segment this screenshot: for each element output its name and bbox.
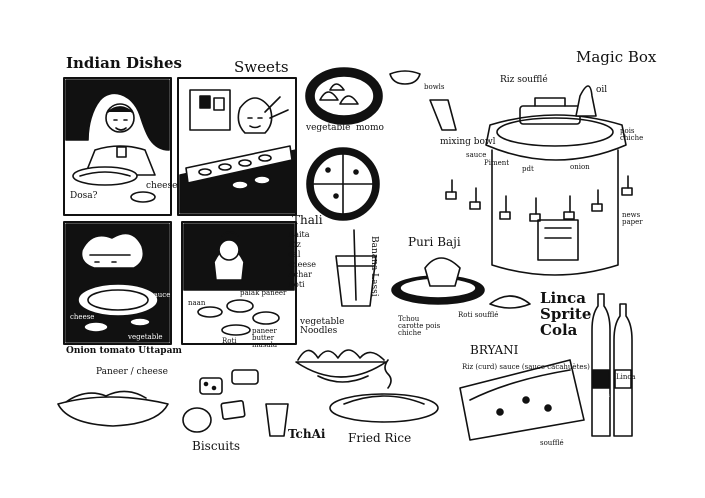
panel-sweets	[177, 77, 297, 216]
label-souffle: soufflé	[540, 439, 564, 447]
label-cheese-dosa: cheese	[146, 181, 178, 191]
label-sauce: sauce	[150, 291, 171, 299]
panel-dosa	[63, 77, 172, 216]
label-vegetable-uttapam: vegetable	[128, 333, 163, 341]
momo-plate	[305, 67, 421, 125]
label-paneer-cheese: Paneer / cheese	[96, 367, 168, 377]
thali-item: cheese	[288, 260, 316, 269]
lassi-glass	[335, 229, 377, 307]
title-magic-box: Magic Box	[576, 48, 657, 66]
label-palak-paneer: palak paneer	[240, 289, 287, 297]
fried-rice-plate	[329, 359, 439, 423]
cola-bottles	[591, 293, 633, 437]
label-vegetable-momo: vegetable	[306, 123, 351, 133]
label-pois-chiche: pois chiche	[620, 127, 644, 142]
puri-baji-plate	[391, 257, 531, 309]
label-naan: naan	[188, 299, 206, 307]
label-biscuits: Biscuits	[192, 439, 241, 453]
biryani-dish	[459, 359, 585, 441]
thali-item: Riz	[288, 240, 301, 249]
label-tchou-carotte: Tchou carotte pois chiche	[398, 315, 441, 337]
label-linca-sprite-cola: Linca Sprite Cola	[540, 289, 592, 339]
label-piment: Piment	[484, 159, 510, 167]
label-vegetable-noodles: vegetable Noodles	[300, 317, 345, 336]
label-oil: oil	[596, 85, 608, 95]
label-sauce-box: sauce	[466, 151, 487, 159]
label-roti: Roti	[222, 337, 237, 345]
thali-item: dal	[288, 250, 301, 259]
label-banana-lassi: Banana Lassi	[369, 236, 379, 297]
label-momo: momo	[356, 123, 384, 133]
biscuits-and-tchai	[182, 369, 289, 437]
title-indian-dishes: Indian Dishes	[66, 54, 183, 72]
noodles-bowl	[295, 349, 387, 383]
label-bowls: bowls	[424, 83, 445, 91]
thali-plate	[306, 147, 380, 221]
label-roti-souffle: Roti soufflé	[458, 311, 499, 319]
thali-item: Roti	[288, 280, 305, 289]
label-mixing-bowl: mixing bowl	[440, 137, 496, 147]
thali-item: Raita	[288, 230, 310, 239]
label-dosa: Dosa?	[70, 191, 98, 201]
label-paneer-butter-masala: paneer butter masala	[252, 327, 277, 349]
magic-box-machine	[429, 85, 633, 276]
panel-uttapam	[63, 221, 172, 345]
label-bryani: BRYANI	[470, 343, 519, 357]
label-puri-baji: Puri Baji	[408, 235, 461, 249]
label-linca-bottle: Linca	[616, 373, 636, 381]
label-cola-bottle: Cola	[594, 391, 610, 399]
label-riz-souffle-box: Riz soufflé	[500, 75, 548, 85]
label-pdt: pdt	[522, 165, 534, 173]
label-onion: onion	[570, 163, 590, 171]
label-bryani-ingredients: Riz (curd) sauce (sauce cacahuètes)	[462, 363, 590, 371]
label-cheese-uttapam: cheese	[70, 313, 95, 321]
label-onion-tomato-uttapam: Onion tomato Uttapam	[66, 346, 182, 356]
title-sweets: Sweets	[234, 58, 289, 76]
thali-item-list: Raita Riz dal cheese Achar Roti	[288, 230, 316, 290]
label-news-paper: news paper	[622, 211, 643, 226]
label-thali: Thali	[292, 213, 323, 227]
paneer-plate	[57, 390, 169, 427]
label-fried-rice: Fried Rice	[348, 431, 412, 445]
label-tchai: TchAi	[288, 427, 326, 441]
panel-naan	[181, 221, 297, 345]
thali-item: Achar	[288, 270, 313, 279]
